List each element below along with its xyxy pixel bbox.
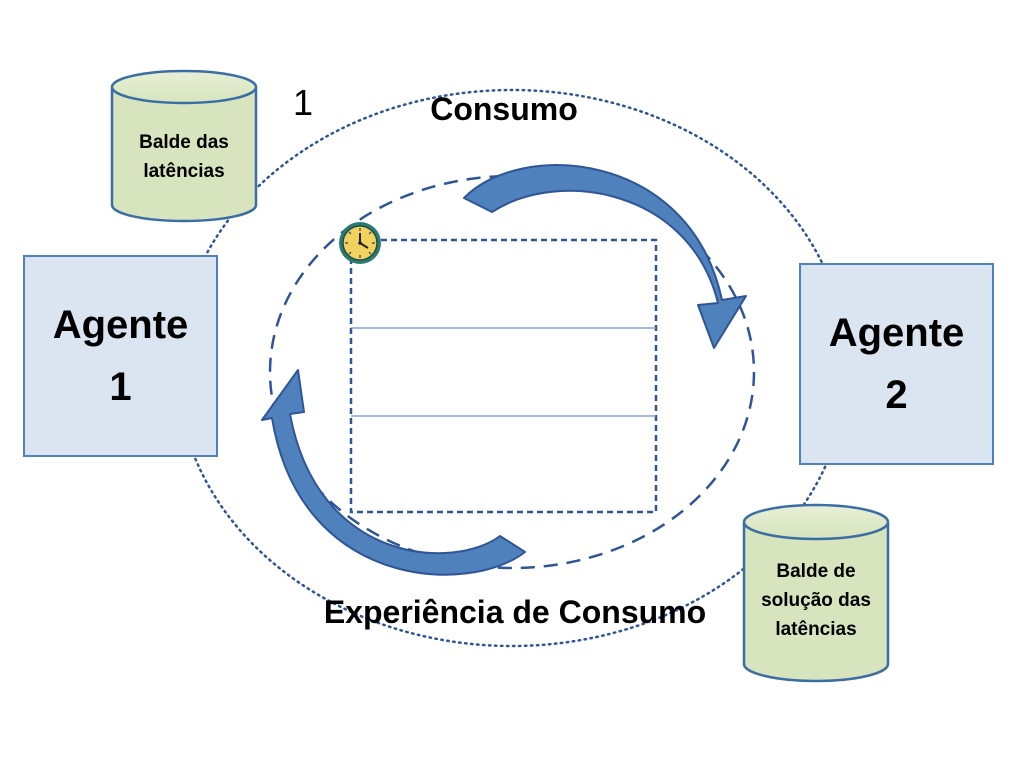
label-consumo: Consumo	[430, 91, 578, 127]
bucket-left	[110, 69, 258, 223]
bucket-right-label: Balde de solução das latências	[761, 561, 871, 640]
curved-arrow-consumo	[463, 164, 747, 349]
agent-2-label: Agente 2	[828, 311, 965, 417]
step-number: 1	[292, 82, 314, 123]
bucket-right	[742, 503, 890, 683]
central-dashed-box	[349, 238, 658, 514]
agent-1-box: Agente 1	[23, 255, 218, 457]
agent-1-label: Agente 1	[52, 303, 189, 409]
inner-dashed-ring	[268, 174, 756, 570]
curved-arrow-experiencia	[261, 369, 526, 576]
clock-icon	[339, 222, 381, 264]
bucket-left-label: Balde das latências	[139, 132, 229, 182]
agent-2-box: Agente 2	[799, 263, 994, 465]
label-experiencia-de-consumo: Experiência de Consumo	[323, 594, 707, 630]
